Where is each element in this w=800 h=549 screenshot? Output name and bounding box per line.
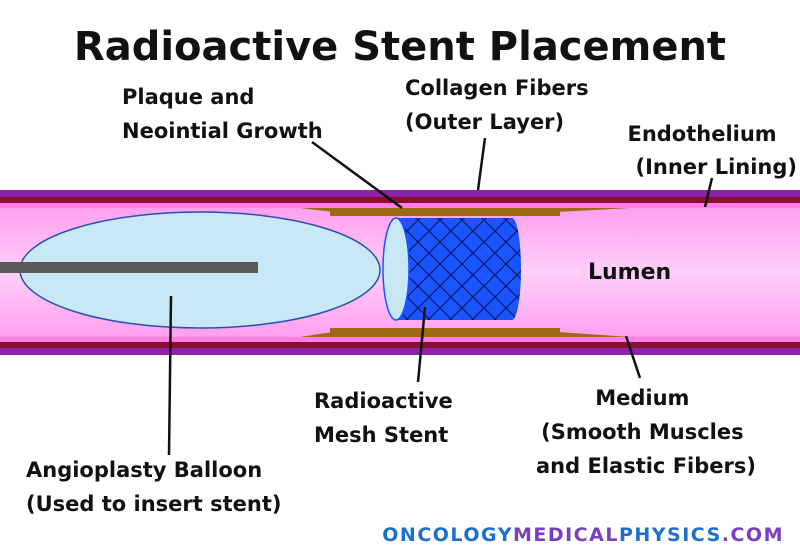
label-collagen-line1: Collagen Fibers [405, 76, 589, 100]
label-medium-line2: (Smooth Muscles [541, 420, 744, 444]
page-title: Radioactive Stent Placement [74, 24, 726, 70]
footer-part-com: .COM [722, 524, 784, 546]
footer-brand: ONCOLOGYMEDICALPHYSICS.COM [382, 524, 784, 546]
plaque-bottom-band [330, 328, 560, 337]
label-endothelium-line2: (Inner Lining) [635, 155, 797, 179]
label-stent: Radioactive Mesh Stent [314, 389, 460, 447]
label-medium: Medium (Smooth Muscles and Elastic Fiber… [536, 386, 756, 478]
catheter [0, 262, 258, 273]
plaque-top-band [330, 208, 560, 216]
leader-endothelium [703, 177, 714, 208]
label-lumen: Lumen [588, 260, 671, 285]
label-plaque: Plaque and Neointial Growth [122, 85, 323, 143]
label-stent-line2: Mesh Stent [314, 423, 448, 447]
footer-part-medical: MEDICAL [513, 524, 619, 546]
label-collagen-line2: (Outer Layer) [405, 110, 564, 134]
stent-right-end [503, 218, 521, 320]
stent-body [396, 218, 512, 320]
label-endothelium: Endothelium (Inner Lining) [627, 122, 797, 179]
label-medium-line3: and Elastic Fibers) [536, 454, 756, 478]
label-endothelium-line1: Endothelium [627, 122, 776, 146]
leader-plaque [311, 140, 403, 210]
leader-balloon [167, 295, 173, 456]
label-balloon-line1: Angioplasty Balloon [26, 458, 262, 482]
label-plaque-line2: Neointial Growth [122, 119, 323, 143]
stent-left-opening [382, 217, 410, 321]
footer-part-physics: PHYSICS [619, 524, 722, 546]
label-balloon: Angioplasty Balloon (Used to insert sten… [26, 458, 281, 516]
label-plaque-line1: Plaque and [122, 85, 254, 109]
label-collagen: Collagen Fibers (Outer Layer) [405, 76, 596, 134]
mesh-stent [382, 217, 521, 321]
label-stent-line1: Radioactive [314, 389, 453, 413]
footer-part-oncology: ONCOLOGY [382, 524, 513, 546]
leader-stent [416, 306, 427, 383]
label-medium-line1: Medium [595, 386, 689, 410]
leader-collagen [476, 137, 487, 191]
label-balloon-line2: (Used to insert stent) [26, 492, 281, 516]
leader-medium [624, 335, 642, 379]
